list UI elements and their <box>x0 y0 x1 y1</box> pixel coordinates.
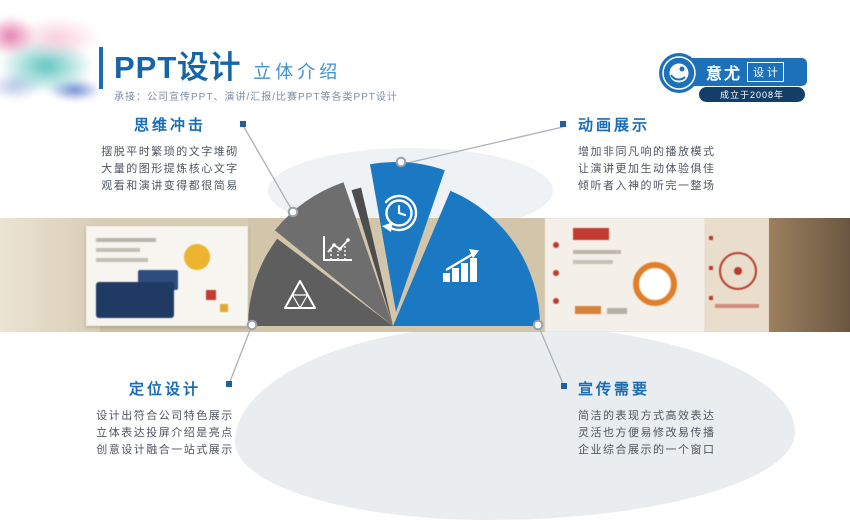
thumb-red-dot <box>709 296 713 300</box>
page-title: PPT设计 <box>114 50 242 85</box>
thumb-orange-ring <box>633 262 677 306</box>
line-chart-icon <box>323 236 352 261</box>
section-line: 大量的图形提炼核心文字 <box>101 163 239 175</box>
anchor-dot-top <box>395 156 407 168</box>
page-subtitle: 立体介绍 <box>253 62 342 82</box>
thumb-red-dot <box>709 266 713 270</box>
thumb-red-ring <box>719 252 757 290</box>
slide-thumbnail-left <box>86 226 248 326</box>
anchor-dot-left <box>246 319 258 331</box>
thumb-text-line <box>96 248 140 252</box>
thumb-red-dot <box>709 236 713 240</box>
anchor-dots <box>246 156 544 331</box>
history-clock-icon <box>382 194 418 232</box>
thumb-red-square <box>206 290 216 300</box>
section-bottom-left: 定位设计 设计出符合公司特色展示 立体表达投屏介绍是亮点 创意设计融合一站式展示 <box>85 378 245 459</box>
connector-top-left <box>243 126 294 213</box>
section-line: 企业综合展示的一个窗口 <box>578 444 716 456</box>
bullet-square <box>226 381 232 387</box>
thumb-red-banner <box>573 228 609 240</box>
section-title: 思维冲击 <box>133 117 206 134</box>
section-title: 宣传需要 <box>578 381 651 398</box>
photo-segment-right <box>769 218 850 332</box>
section-top-left: 思维冲击 摆脱平时繁琐的文字堆砌 大量的图形提炼核心文字 观看和演讲变得都很简易 <box>95 114 245 195</box>
thumb-orange-bar <box>575 306 601 314</box>
thumb-red-center <box>734 267 742 275</box>
section-line: 简洁的表现方式高效表达 <box>578 410 716 422</box>
pyramid-icon <box>284 280 316 309</box>
section-line: 让演讲更加生动体验俱佳 <box>578 163 716 175</box>
section-line: 摆脱平时繁琐的文字堆砌 <box>101 146 239 158</box>
connector-lines <box>228 126 565 387</box>
thumb-text-line <box>96 238 156 242</box>
section-line: 灵活也方便易修改易传播 <box>578 427 716 439</box>
header: PPT设计 立体介绍 <box>114 42 341 87</box>
fan-wedge-sliver <box>351 187 393 326</box>
connector-bottom-left <box>228 324 253 385</box>
thumb-red-dot <box>553 270 559 276</box>
thumb-yellow-circle <box>184 244 210 270</box>
logo-mark <box>658 52 700 94</box>
thumb-text-line <box>573 250 621 254</box>
thumb-navy-block <box>96 282 174 318</box>
thumb-yellow-square <box>220 304 228 312</box>
section-line: 增加非同凡响的播放模式 <box>578 146 716 158</box>
connector-bottom-right <box>537 324 565 387</box>
connector-top-right <box>402 126 564 165</box>
logo-name: 意尤 <box>706 66 743 83</box>
anchor-dot-right <box>532 319 544 331</box>
thumb-red-dot <box>553 298 559 304</box>
thumb-gray-bar <box>607 308 627 314</box>
logo-badge: 设计 <box>747 62 785 82</box>
section-bullets <box>226 121 567 389</box>
slide-thumbnail-right <box>545 218 705 332</box>
section-title: 动画展示 <box>578 117 651 134</box>
bar-growth-icon <box>443 249 479 282</box>
section-title: 定位设计 <box>128 381 201 398</box>
fan-wedge-line-chart <box>274 182 393 326</box>
section-line: 倾听者入神的听完一整场 <box>578 180 716 192</box>
section-line: 创意设计融合一站式展示 <box>96 444 234 456</box>
bullet-square <box>561 383 567 389</box>
fan-wedge-pyramid <box>248 238 393 326</box>
section-top-right: 动画展示 增加非同凡响的播放模式 让演讲更加生动体验俱佳 倾听者入神的听完一整场 <box>578 114 758 195</box>
anchor-dot-top-left <box>287 206 299 218</box>
ball-logo-icon <box>659 53 699 93</box>
header-tagline: 承接：公司宣传PPT、演讲/汇报/比赛PPT等各类PPT设计 <box>114 92 398 103</box>
thumb-text-line <box>96 258 148 262</box>
section-bottom-right: 宣传需要 简洁的表现方式高效表达 灵活也方便易修改易传播 企业综合展示的一个窗口 <box>578 378 768 459</box>
background-blob-bottom <box>235 325 795 520</box>
thumb-text-line <box>573 260 613 264</box>
thumb-red-dot <box>553 242 559 248</box>
title-accent-bar <box>99 47 103 89</box>
bullet-square <box>240 121 246 127</box>
slide-thumbnail-far-right <box>705 218 769 332</box>
thumb-red-bar <box>715 304 759 308</box>
section-line: 设计出符合公司特色展示 <box>96 410 234 422</box>
photo-segment-left <box>0 218 100 332</box>
section-line: 立体表达投屏介绍是亮点 <box>96 427 234 439</box>
bullet-square <box>560 121 566 127</box>
section-line: 观看和演讲变得都很简易 <box>101 180 239 192</box>
logo-established-pill: 成立于2008年 <box>699 87 805 102</box>
